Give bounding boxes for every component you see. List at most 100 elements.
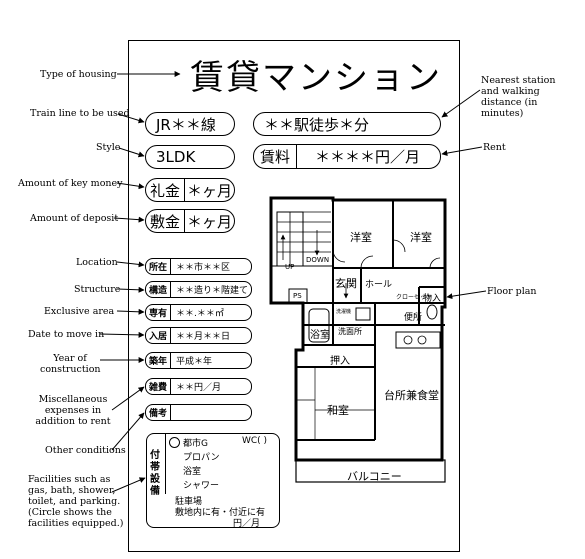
- room-closet: クローゼット: [396, 294, 433, 301]
- label-train-line: Train line to be used: [30, 108, 130, 119]
- label-year-built-line1: Year of: [53, 353, 87, 364]
- exclusive-area-tag: 専有: [146, 305, 172, 320]
- label-facilities-line1: Facilities such as: [28, 474, 111, 485]
- arrow-misc-expenses: [111, 386, 145, 411]
- year-built-value: 平成＊年: [176, 357, 213, 367]
- year-built-field: 築年平成＊年: [145, 352, 252, 369]
- label-facilities-line5: facilities equipped.): [28, 518, 124, 529]
- room-western-1: 洋室: [350, 231, 372, 244]
- label-year-built: Year of construction: [40, 353, 101, 375]
- arrow-deposit: [113, 216, 145, 223]
- label-nearest-line3: distance (in: [481, 97, 538, 108]
- label-nearest-station: Nearest station and walking distance (in…: [481, 75, 556, 119]
- label-style: Style: [96, 142, 121, 153]
- year-built-tag: 築年: [146, 353, 172, 368]
- key-money-tag: 礼金: [146, 179, 186, 201]
- label-facilities-line3: toilet, and parking.: [28, 496, 121, 507]
- key-money-field: 礼金 ＊ヶ月: [145, 178, 235, 202]
- rent-tag: 賃料: [254, 145, 298, 168]
- label-misc-expenses: Miscellaneous expenses in addition to re…: [28, 394, 118, 427]
- facilities-box: 付帯設備 都市G WC( ) プロパン 浴室 シャワー 駐車場 敷地内に有・付近…: [146, 433, 280, 529]
- room-balcony: バルコニー: [347, 470, 402, 483]
- label-nearest-line1: Nearest station: [481, 75, 556, 86]
- parking-price-label: 円／月: [233, 519, 261, 529]
- parking-detail-label: 敷地内に有・付近に有: [175, 508, 266, 518]
- location-field: 所在＊＊市＊＊区: [145, 258, 252, 275]
- room-ps: PS: [293, 292, 302, 300]
- label-structure: Structure: [74, 284, 121, 295]
- label-nearest-line2: and walking: [481, 86, 540, 97]
- structure-field: 構造 ＊＊造り＊階建て: [145, 281, 252, 298]
- train-line-field: JR＊＊線: [145, 112, 235, 136]
- facilities-divider: [165, 434, 166, 494]
- arrow-facilities: [111, 477, 146, 493]
- room-kitchen: 台所兼食堂: [384, 389, 439, 402]
- room-japanese: 和室: [327, 404, 349, 417]
- arrow-move-in: [99, 331, 145, 338]
- arrow-rent: [441, 146, 483, 157]
- label-key-money: Amount of key money: [18, 178, 123, 189]
- circle-marker-icon: [169, 437, 180, 448]
- label-facilities: Facilities such as gas, bath, shower, to…: [28, 474, 123, 529]
- stair-up: UP: [285, 263, 295, 271]
- deposit-value: ＊ヶ月: [187, 212, 233, 231]
- label-misc-line1: Miscellaneous: [38, 394, 108, 405]
- label-facilities-line2: gas, bath, shower,: [28, 485, 116, 496]
- structure-value: ＊＊造り＊階建て: [176, 286, 249, 296]
- arrow-key-money: [116, 182, 145, 190]
- shower-label: シャワー: [183, 481, 220, 491]
- room-western-2: 洋室: [410, 231, 432, 244]
- rent-value: ＊＊＊＊円／月: [315, 148, 421, 166]
- train-line-value: JR＊＊線: [156, 115, 216, 134]
- misc-expenses-value: ＊＊円／月: [176, 383, 222, 393]
- rental-listing-sheet: [128, 40, 460, 552]
- key-money-value: ＊ヶ月: [187, 181, 233, 200]
- move-in-field: 入居 ＊＊月＊＊日: [145, 327, 252, 344]
- exclusive-area-field: 専有 ＊＊.＊＊㎡: [145, 304, 252, 321]
- label-facilities-line4: (Circle shows the: [28, 507, 112, 518]
- room-washroom: 洗面所: [338, 327, 362, 336]
- label-location: Location: [76, 257, 118, 268]
- room-bath: 浴室: [310, 330, 330, 341]
- move-in-tag: 入居: [146, 328, 172, 343]
- label-other-conditions: Other conditions: [45, 445, 126, 456]
- label-type-of-housing: Type of housing: [40, 69, 117, 80]
- propane-label: プロパン: [183, 453, 220, 463]
- label-floor-plan: Floor plan: [487, 286, 537, 297]
- arrow-style: [118, 147, 145, 158]
- label-exclusive-area: Exclusive area: [44, 306, 115, 317]
- move-in-value: ＊＊月＊＊日: [176, 332, 231, 342]
- arrow-floor-plan: [446, 290, 487, 300]
- floor-plan-drawing: [269, 196, 447, 483]
- arrow-location: [116, 261, 145, 268]
- label-misc-line2: expenses in: [44, 405, 102, 416]
- room-toilet: 便所: [404, 313, 423, 323]
- other-conditions-field: 備考: [145, 404, 252, 421]
- arrow-other-conditions: [111, 412, 145, 451]
- location-tag: 所在: [146, 259, 172, 274]
- arrow-nearest-station: [441, 89, 481, 118]
- gas-city-label: 都市G: [183, 439, 208, 449]
- style-field: 3LDK: [145, 145, 235, 169]
- room-storage-2: 押入: [330, 356, 350, 367]
- arrow-exclusive-area: [116, 308, 145, 315]
- arrow-structure: [116, 286, 145, 293]
- room-entrance: 玄関: [335, 277, 357, 290]
- deposit-field: 敷金 ＊ヶ月: [145, 209, 235, 233]
- label-misc-line3: addition to rent: [35, 416, 111, 427]
- other-conditions-tag: 備考: [146, 405, 172, 420]
- structure-tag: 構造: [146, 282, 172, 297]
- parking-label: 駐車場: [175, 497, 203, 507]
- label-nearest-line4: minutes): [481, 108, 524, 119]
- stair-down: DOWN: [306, 256, 330, 264]
- room-storage-1: 物入: [423, 294, 442, 304]
- rent-field: 賃料 ＊＊＊＊円／月: [253, 144, 441, 169]
- label-deposit: Amount of deposit: [30, 213, 119, 224]
- bath-label: 浴室: [183, 467, 202, 477]
- misc-expenses-field: 雑費 ＊＊円／月: [145, 378, 252, 395]
- misc-expenses-tag: 雑費: [146, 379, 172, 394]
- deposit-tag: 敷金: [146, 210, 186, 232]
- exclusive-area-value: ＊＊.＊＊㎡: [176, 309, 224, 319]
- housing-type-title: 賃貸マンション: [190, 58, 442, 98]
